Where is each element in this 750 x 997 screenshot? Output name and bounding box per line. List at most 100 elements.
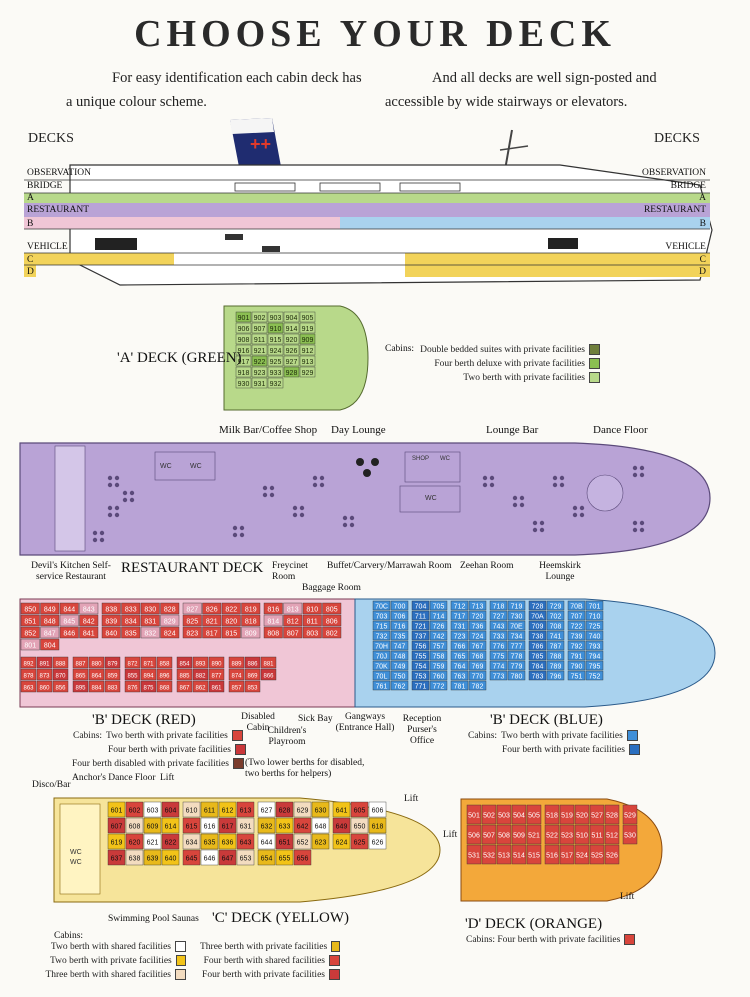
cabin-number: 70H bbox=[375, 644, 388, 651]
cabin-number: 827 bbox=[186, 607, 198, 614]
cabin-cell bbox=[263, 626, 283, 639]
cabin-cell bbox=[311, 817, 330, 834]
cabin-number: 652 bbox=[297, 840, 309, 847]
legend-swatch bbox=[231, 730, 243, 741]
cabin-number: 873 bbox=[39, 674, 50, 680]
cabin-cell bbox=[36, 668, 53, 681]
cabin-number: 623 bbox=[315, 840, 327, 847]
c-deck-title: 'C' DECK (YELLOW) bbox=[212, 910, 350, 926]
seat-mark bbox=[512, 495, 518, 501]
cabin-cell bbox=[299, 344, 316, 356]
label-sick-bay: Sick Bay bbox=[298, 714, 333, 724]
cabin-cell bbox=[20, 638, 40, 651]
cabin-cell bbox=[101, 626, 121, 639]
cabin-cell bbox=[235, 355, 252, 367]
seat-mark bbox=[114, 482, 120, 488]
label-d-lift2: Lift bbox=[620, 892, 635, 902]
cabin-cell bbox=[574, 804, 590, 825]
cabin-cell bbox=[466, 804, 482, 825]
cabin-number: 845 bbox=[63, 619, 75, 626]
cabin-number: 777 bbox=[511, 644, 523, 651]
cabin-number: 643 bbox=[240, 840, 252, 847]
cabin-cell bbox=[544, 824, 560, 845]
cabin-number: 764 bbox=[454, 664, 466, 671]
cabin-number: 854 bbox=[179, 662, 190, 668]
cabin-number: 851 bbox=[24, 619, 36, 626]
cabin-number: 841 bbox=[83, 631, 95, 638]
cabin-number: 726 bbox=[433, 624, 445, 631]
seat-mark bbox=[319, 475, 325, 481]
cabin-number: 635 bbox=[204, 840, 216, 847]
cabin-cell bbox=[528, 640, 547, 651]
cabin-number: 889 bbox=[231, 662, 242, 668]
cabin-cell bbox=[481, 824, 497, 845]
cabin-cell bbox=[208, 656, 225, 669]
cabin-number: 708 bbox=[550, 624, 562, 631]
cabin-cell bbox=[200, 849, 219, 866]
cabin-cell bbox=[546, 610, 565, 621]
cabin-number: 828 bbox=[164, 607, 176, 614]
cabin-cell bbox=[496, 804, 512, 825]
cabin-number: 930 bbox=[238, 381, 250, 388]
cabin-number: 514 bbox=[513, 853, 525, 860]
cabin-cell bbox=[52, 668, 69, 681]
cabin-cell bbox=[390, 610, 409, 621]
cabin-cell bbox=[567, 660, 586, 671]
cabin-number: 653 bbox=[240, 856, 252, 863]
seat-mark bbox=[349, 522, 355, 528]
cabin-number: 867 bbox=[179, 686, 190, 692]
cabin-cell bbox=[72, 668, 89, 681]
cabin-cell bbox=[468, 680, 487, 691]
cabin-number: 647 bbox=[222, 856, 234, 863]
cabin-number: 767 bbox=[472, 644, 484, 651]
cabin-cell bbox=[546, 600, 565, 611]
cabin-number: 605 bbox=[354, 808, 366, 815]
cabin-number: 887 bbox=[75, 662, 86, 668]
cabin-cell bbox=[372, 670, 391, 681]
cabin-cell bbox=[468, 650, 487, 661]
cabin-cell bbox=[507, 630, 526, 641]
profile-band-c bbox=[24, 253, 174, 265]
cabin-cell bbox=[468, 630, 487, 641]
cabin-cell bbox=[236, 801, 255, 818]
seat-mark bbox=[639, 465, 645, 471]
cabin-number: 786 bbox=[532, 644, 544, 651]
b-red-legend-3: Four berth disabled with private facilit… bbox=[72, 758, 244, 769]
legend-swatch bbox=[589, 372, 600, 383]
cabin-cell bbox=[267, 333, 284, 345]
cabin-cell bbox=[235, 311, 252, 323]
cabin-cell bbox=[511, 804, 527, 825]
cabin-number: 925 bbox=[270, 359, 282, 366]
cabin-cell bbox=[559, 804, 575, 825]
seat-mark bbox=[299, 512, 305, 518]
cabin-number: 794 bbox=[589, 654, 601, 661]
cabin-number: 821 bbox=[206, 619, 218, 626]
seat-mark bbox=[129, 497, 135, 503]
cabin-cell bbox=[468, 620, 487, 631]
cabin-number: 890 bbox=[211, 662, 222, 668]
cabin-cell bbox=[372, 650, 391, 661]
cabin-number: 70E bbox=[510, 624, 523, 631]
cabin-number: 846 bbox=[63, 631, 75, 638]
cabin-cell bbox=[251, 322, 268, 334]
cabin-number: 649 bbox=[336, 824, 348, 831]
cabin-number: 508 bbox=[498, 833, 510, 840]
cabin-number: 625 bbox=[354, 840, 366, 847]
cabin-number: 701 bbox=[589, 604, 601, 611]
cabin-number: 778 bbox=[511, 654, 523, 661]
cabin-number: 826 bbox=[206, 607, 218, 614]
cabin-cell bbox=[52, 680, 69, 693]
cabin-cell bbox=[140, 668, 157, 681]
cabin-number: 782 bbox=[472, 684, 484, 691]
cabin-number: 833 bbox=[125, 607, 137, 614]
cabin-number: 776 bbox=[493, 644, 505, 651]
cabin-number: 885 bbox=[179, 674, 190, 680]
cabin-number: 610 bbox=[186, 808, 198, 815]
cabin-cell bbox=[260, 668, 277, 681]
cabin-number: 880 bbox=[91, 662, 102, 668]
cabin-number: 855 bbox=[127, 674, 138, 680]
cabin-number: 830 bbox=[144, 607, 156, 614]
cabin-cell bbox=[589, 824, 605, 845]
cabin-number: 933 bbox=[270, 370, 282, 377]
